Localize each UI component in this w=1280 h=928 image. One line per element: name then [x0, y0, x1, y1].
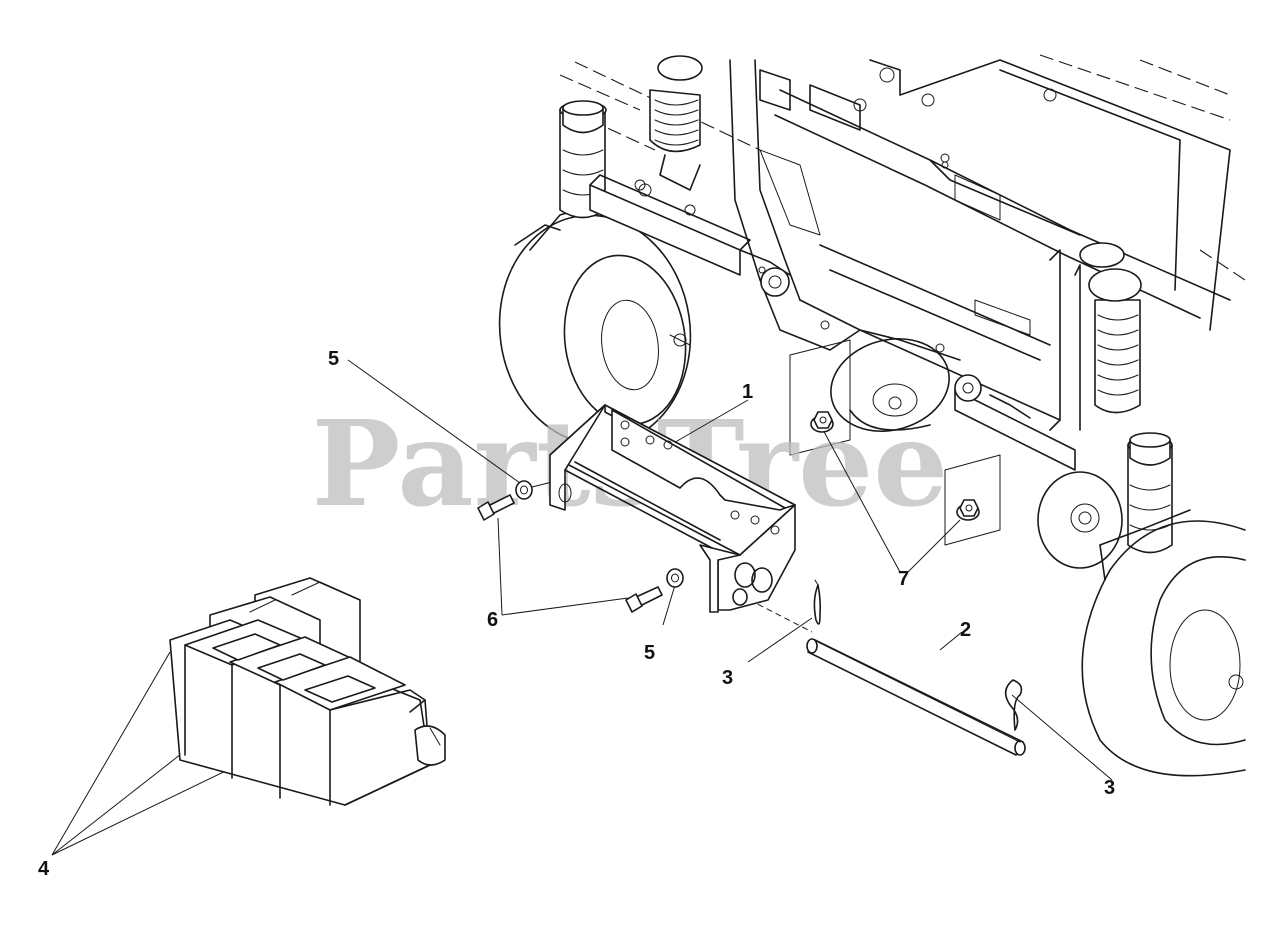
callout-5a: 5 — [328, 348, 339, 370]
hitch-pin — [806, 638, 1026, 756]
bolt — [477, 494, 663, 613]
mower-chassis-drawing — [498, 54, 1246, 777]
callout-3a: 3 — [722, 667, 733, 689]
callout-6: 6 — [487, 609, 498, 631]
callout-2: 2 — [960, 619, 971, 641]
callout-4: 4 — [38, 858, 50, 880]
washer — [515, 480, 684, 588]
callout-5b: 5 — [644, 642, 655, 664]
callout-3b: 3 — [1104, 777, 1115, 799]
callout-7: 7 — [898, 568, 909, 590]
callout-labels: 1 2 3 3 4 5 5 6 7 — [38, 348, 1115, 880]
callout-1: 1 — [742, 381, 753, 403]
hair-pin-clip — [813, 579, 1023, 731]
suitcase-weight — [169, 577, 446, 806]
front-bracket — [549, 404, 796, 613]
flange-nut — [810, 411, 980, 521]
